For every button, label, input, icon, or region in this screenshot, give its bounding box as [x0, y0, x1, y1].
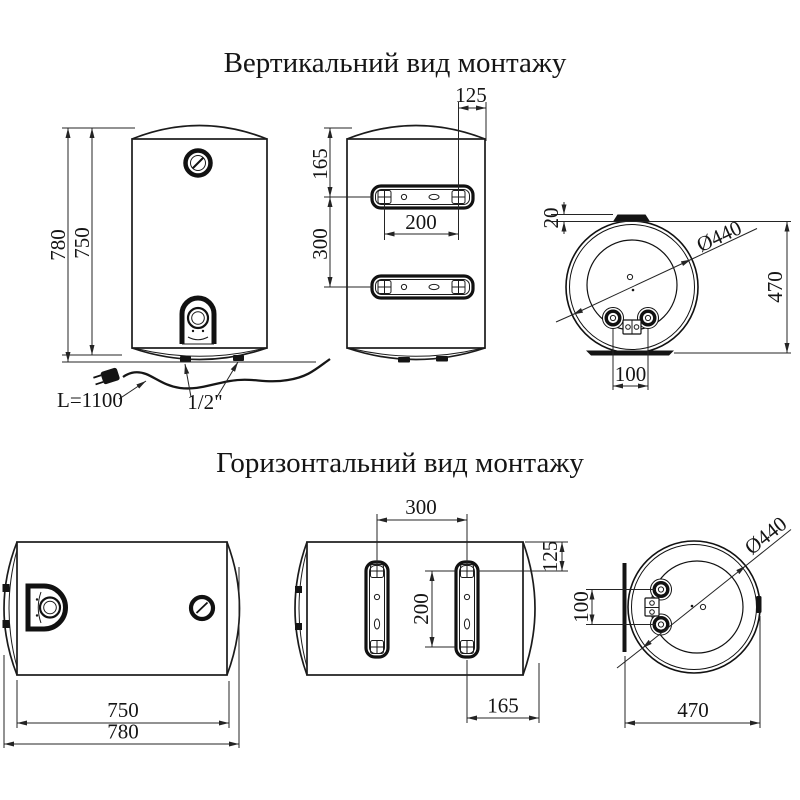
thermometer-dial — [188, 594, 216, 622]
dimension-body-height: 750 — [70, 128, 95, 355]
horizontal-side-view: 100 Ø440 470 — [569, 512, 791, 728]
dimension-pipe-spacing: 100 — [612, 329, 649, 390]
cable-length-callout: L=1100 — [57, 380, 147, 412]
dimension-side-offset: 125 — [455, 83, 487, 141]
dimension-overall-depth: 470 — [674, 221, 791, 354]
dim-label-200: 200 — [405, 210, 437, 234]
cable-length-label: L=1100 — [57, 388, 123, 412]
dimension-hole-spacing: 200 — [409, 570, 456, 648]
dim-label-300: 300 — [308, 228, 332, 260]
dim-label-780: 780 — [46, 229, 70, 261]
horizontal-back-view: 300 125 200 165 — [294, 495, 568, 723]
dim-label-470: 470 — [763, 271, 787, 303]
dimension-overall-height: 780 — [46, 127, 316, 363]
pipe-stub — [436, 356, 448, 362]
mounting-bracket-upper — [370, 184, 475, 210]
anode-flange — [622, 319, 642, 335]
base-plate — [586, 350, 674, 356]
dimension-bracket-spacing: 300 — [376, 495, 468, 571]
dim-label-300: 300 — [405, 495, 437, 519]
dim-label-125: 125 — [538, 541, 562, 573]
horizontal-front-view: 750 780 — [2, 541, 241, 748]
dim-label-200: 200 — [409, 593, 433, 625]
dim-label-20: 20 — [539, 208, 563, 229]
wall-plate — [622, 563, 627, 652]
mounting-bracket-left — [364, 560, 390, 659]
dimension-top-offset: 165 — [308, 127, 373, 198]
dimension-overall-depth: 470 — [624, 616, 761, 728]
vertical-section-title: Вертикальний вид монтажу — [224, 47, 567, 79]
wall-bracket-tab — [756, 596, 762, 613]
dim-label-750: 750 — [107, 698, 139, 722]
dimension-bracket-spacing: 300 — [308, 197, 373, 288]
vertical-back-view: 165 300 200 125 — [308, 83, 487, 363]
thermostat-cover — [25, 583, 68, 632]
dimension-hole-spacing: 200 — [384, 102, 459, 240]
pipe-stub — [398, 357, 410, 363]
pipe-thread-callout: 1/2" — [184, 361, 239, 414]
dim-label-100: 100 — [569, 591, 593, 623]
pipe-stub — [2, 620, 10, 628]
dim-label-750: 750 — [70, 227, 94, 259]
dimension-bracket-depth: 20 — [539, 202, 791, 234]
horizontal-section-title: Горизонтальний вид монтажу — [216, 447, 584, 479]
power-plug — [93, 367, 120, 386]
dim-label-125: 125 — [455, 83, 487, 107]
vertical-top-view: 20 Ø440 470 100 — [539, 202, 791, 390]
dim-label-780: 780 — [107, 720, 139, 744]
pipe-thread-label: 1/2" — [187, 390, 222, 414]
mounting-bracket-right — [454, 560, 480, 659]
dim-label-165: 165 — [308, 148, 332, 180]
wall-bracket-tab — [613, 214, 650, 222]
mounting-bracket-lower — [370, 274, 475, 300]
dim-label-470: 470 — [677, 698, 709, 722]
thermometer-dial — [183, 148, 213, 178]
pipe-connection — [602, 307, 624, 329]
thermostat-knob — [38, 596, 62, 619]
pipe-stub — [295, 623, 302, 630]
thermostat-knob — [186, 306, 210, 330]
dimension-diameter: Ø440 — [555, 215, 758, 323]
pipe-stub — [295, 586, 302, 593]
dimension-end-offset: 165 — [466, 660, 540, 723]
dimension-body-length: 750 — [16, 680, 230, 728]
thermostat-cover — [179, 295, 217, 345]
dim-label-165: 165 — [487, 694, 519, 718]
dimension-overall-length: 780 — [3, 567, 240, 748]
power-cable — [93, 358, 331, 390]
dimension-side-offset: 125 — [478, 541, 568, 573]
dim-label-diameter: Ø440 — [740, 512, 791, 560]
anode-flange — [644, 597, 660, 617]
dim-label-100: 100 — [615, 362, 647, 386]
pipe-stub — [180, 356, 191, 362]
pipe-stub — [233, 355, 244, 361]
vertical-front-view: 780 750 L=1100 1/2" — [46, 124, 331, 414]
dimension-pipe-spacing: 100 — [569, 589, 655, 625]
pipe-stub — [2, 584, 10, 592]
